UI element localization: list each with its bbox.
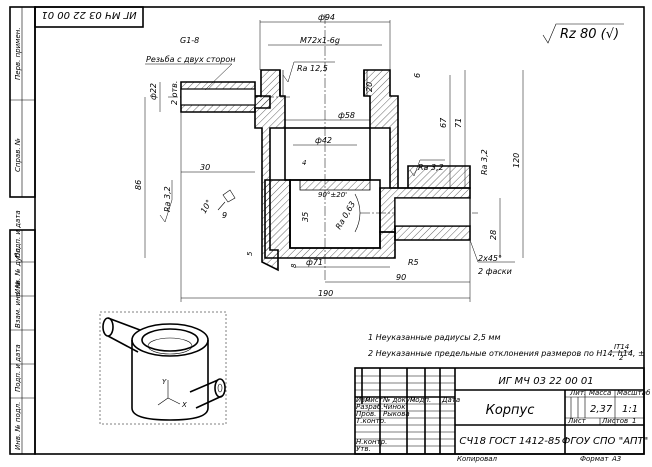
- roughness-ra32-a: Ra 3,2: [418, 163, 444, 172]
- footer-format: Формат: [580, 455, 609, 463]
- side-label-podp-date-1: Подп. и дата: [14, 210, 22, 258]
- tb-material: СЧ18 ГОСТ 1412-85: [459, 436, 560, 447]
- dim-71: 71: [454, 118, 463, 128]
- dim-120: 120: [512, 153, 521, 168]
- tb-scale: Масштаб: [617, 389, 651, 397]
- dim-35: 35: [301, 212, 310, 222]
- tb-organization: ФГОУ СПО "АПТ": [562, 436, 649, 447]
- dim-chamfer-note: 2 фаски: [478, 267, 512, 276]
- dim-20: 20: [365, 82, 374, 92]
- dim-5: 5: [246, 251, 254, 256]
- dimension-group: ф94 М72х1-6g G1-8 Резьба с двух сторон R…: [134, 13, 524, 302]
- thread-note: Резьба с двух сторон: [146, 55, 235, 64]
- isometric-view: Y X: [99, 311, 227, 425]
- tb-row-tkontr: Т.контр.: [356, 417, 386, 425]
- roughness-ra32-c: Ra 3,2: [163, 186, 172, 212]
- dim-d94: ф94: [318, 13, 335, 22]
- tb-row-utv: Утв.: [356, 445, 371, 453]
- tb-name-prov: Рыкова: [383, 410, 410, 418]
- dim-90: 90: [396, 273, 406, 282]
- dim-two-holes: 2 отв.: [170, 81, 179, 105]
- title-block: ИГ МЧ 03 22 00 01 Корпус СЧ18 ГОСТ 1412-…: [354, 367, 651, 455]
- tb-row-prov: Пров.: [356, 410, 376, 418]
- dim-r5: R5: [408, 258, 419, 267]
- footer-copied: Копировал: [457, 455, 498, 463]
- tb-col-izm: Изм: [356, 396, 371, 404]
- tb-sheet-label: Лист: [567, 417, 587, 425]
- main-section-view: [168, 14, 478, 282]
- top-designation-box: [34, 6, 144, 28]
- tb-lit: Лит.: [569, 389, 586, 397]
- dim-d71: ф71: [306, 258, 323, 267]
- dim-6: 6: [413, 73, 422, 78]
- side-label-inv-podl: Инв. № подл.: [14, 402, 22, 450]
- tb-col-date: Дата: [441, 396, 460, 404]
- tb-col-doc: № докум.: [382, 396, 418, 404]
- dim-30: 30: [200, 163, 210, 172]
- tb-col-list: Лист: [364, 396, 384, 404]
- tb-row-razrab: Разраб.: [356, 403, 384, 411]
- side-label-sprav: Справ. №: [14, 138, 22, 172]
- footer-format-value: А3: [611, 455, 621, 463]
- note-it14-numerator: IT14: [614, 343, 629, 351]
- dim-d22: ф22: [149, 83, 158, 100]
- svg-text:Rz 80 (√): Rz 80 (√): [560, 27, 619, 42]
- side-label-perv-primen: Перв. примен.: [14, 27, 22, 80]
- tb-mass-value: 2,37: [590, 404, 613, 415]
- roughness-ra125: Ra 12,5: [297, 64, 328, 73]
- tb-sheets-value: 1: [632, 417, 636, 425]
- dim-m72: М72х1-6g: [300, 36, 340, 45]
- tb-sheets-label: Листов: [601, 417, 628, 425]
- left-binding-strip: [9, 229, 36, 455]
- note-it14-denominator: 2: [619, 354, 624, 362]
- dim-67: 67: [439, 117, 448, 128]
- dim-190: 190: [318, 289, 333, 298]
- roughness-ra32-b: Ra 3,2: [480, 149, 489, 175]
- dim-d58: ф58: [338, 111, 355, 120]
- dim-28: 28: [489, 230, 498, 240]
- technical-notes: 1 Неуказанные радиусы 2,5 мм 2 Неуказанн…: [368, 333, 645, 362]
- left-top-strip: [9, 6, 36, 198]
- tb-part-name: Корпус: [486, 403, 535, 418]
- note-1: 1 Неуказанные радиусы 2,5 мм: [368, 333, 500, 342]
- dim-4: 4: [302, 159, 306, 167]
- tb-scale-value: 1:1: [622, 404, 638, 415]
- svg-text:Y: Y: [162, 378, 167, 386]
- side-label-inv-dubl: Инв. № дубл.: [14, 246, 22, 294]
- dim-8: 8: [290, 263, 298, 268]
- roughness-symbol: Rz 80 (√): [542, 23, 624, 44]
- dim-10-deg: 10°: [199, 198, 214, 215]
- tb-designation: ИГ МЧ 03 22 00 01: [498, 376, 593, 387]
- svg-text:X: X: [181, 401, 187, 409]
- note-2: 2 Неуказанные предельные отклонения разм…: [368, 349, 645, 358]
- side-label-vzam-inv: Взам. инв. №: [14, 280, 22, 328]
- tb-mass: Масса: [589, 389, 611, 397]
- dim-g1-8: G1-8: [180, 36, 199, 45]
- tb-name-razrab: Чинок: [383, 403, 406, 411]
- dim-d42: ф42: [315, 136, 332, 145]
- tb-row-nkontr: Н.контр.: [356, 438, 387, 446]
- top-designation-text: ИГ МЧ 03 22 00 01: [41, 9, 136, 20]
- dim-9: 9: [222, 211, 227, 220]
- dim-86: 86: [134, 180, 143, 190]
- dim-90-deg: 90°±20': [318, 191, 347, 199]
- side-label-podp-date-2: Подп. и дата: [14, 344, 22, 392]
- roughness-ra063: Ra 0,63: [334, 200, 357, 231]
- tb-col-sign: Подп.: [410, 396, 431, 404]
- dim-chamfer: 2х45°: [478, 254, 502, 263]
